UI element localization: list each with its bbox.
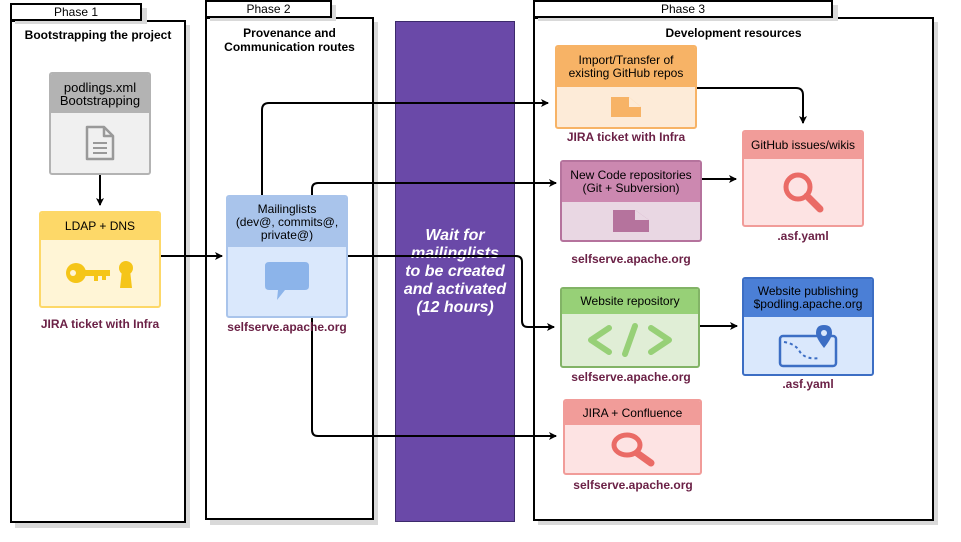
speech-bubble-icon <box>265 261 309 300</box>
ldap-title: LDAP + DNS <box>64 219 136 233</box>
phase-3-title: Development resources <box>665 26 802 40</box>
publishing-line: Website publishing <box>757 284 859 298</box>
github-title: GitHub issues/wikis <box>750 138 856 152</box>
code-icon <box>588 323 672 357</box>
edge-import-github <box>697 87 807 124</box>
publishing-card: Website publishing $podling.apache.org <box>742 277 874 376</box>
phase-2-tab: Phase 2 <box>205 0 332 18</box>
mailinglists-card: Mailinglists (dev@, commits@, private@) <box>226 195 348 318</box>
jira-sub: selfserve.apache.org <box>573 478 693 492</box>
phase-2-title: Provenance and Communication routes <box>207 26 372 54</box>
wait-line: mailinglists <box>410 244 500 262</box>
document-icon <box>613 210 649 232</box>
wait-banner: Wait for mailinglists to be created and … <box>395 21 515 522</box>
website-sub: selfserve.apache.org <box>571 370 691 384</box>
magnifier-icon <box>783 172 824 213</box>
magnifier-icon <box>611 432 654 467</box>
phase-1-tab: Phase 1 <box>10 3 142 21</box>
import-line: existing GitHub repos <box>568 66 684 80</box>
ldap-card: LDAP + DNS <box>39 211 161 308</box>
phase-2-title-line-1: Provenance and <box>243 26 336 40</box>
newcode-line: (Git + Subversion) <box>582 181 680 195</box>
newcode-card: New Code repositories (Git + Subversion) <box>560 160 702 242</box>
key-icon <box>66 261 133 288</box>
edge-mailinglists-import <box>261 99 549 195</box>
jira-title: JIRA + Confluence <box>582 405 683 420</box>
map-pin-icon <box>778 324 838 367</box>
import-card: Import/Transfer of existing GitHub repos <box>555 45 697 129</box>
mailinglists-sub: selfserve.apache.org <box>227 320 347 334</box>
github-card: GitHub issues/wikis <box>742 130 864 227</box>
wait-line: Wait for <box>425 226 485 244</box>
newcode-sub: selfserve.apache.org <box>571 252 691 266</box>
podlings-line: Bootstrapping <box>59 92 141 108</box>
podlings-line: podlings.xml <box>63 79 137 95</box>
document-icon <box>611 97 641 117</box>
edge-mailinglists-newcode <box>311 179 557 195</box>
import-line: Import/Transfer of <box>578 53 674 67</box>
wait-line: (12 hours) <box>416 298 494 316</box>
document-icon <box>85 125 115 161</box>
wait-line: to be created <box>405 262 505 280</box>
phase-2-title-line-2: Communication routes <box>224 40 355 54</box>
website-card: Website repository <box>560 287 700 368</box>
jira-card: JIRA + Confluence <box>563 399 702 475</box>
phase-3-tab: Phase 3 <box>533 0 833 18</box>
publishing-line: $podling.apache.org <box>753 297 863 311</box>
website-title: Website repository <box>580 294 680 308</box>
podlings-card: podlings.xml Bootstrapping <box>49 72 151 175</box>
ldap-sub: JIRA ticket with Infra <box>40 317 160 331</box>
mailinglists-line: private@) <box>260 227 314 242</box>
mailinglists-line: (dev@, commits@, <box>235 214 339 229</box>
newcode-line: New Code repositories <box>570 168 692 182</box>
import-sub: JIRA ticket with Infra <box>566 130 686 144</box>
wait-line: and activated <box>403 280 507 298</box>
publishing-sub: .asf.yaml <box>782 377 834 391</box>
edge-mailinglists-website <box>348 255 555 331</box>
phase-1-title: Bootstrapping the project <box>24 28 172 42</box>
mailinglists-line: Mailinglists <box>257 201 317 216</box>
edge-mailinglists-jira <box>311 318 557 440</box>
github-sub: .asf.yaml <box>777 229 829 243</box>
